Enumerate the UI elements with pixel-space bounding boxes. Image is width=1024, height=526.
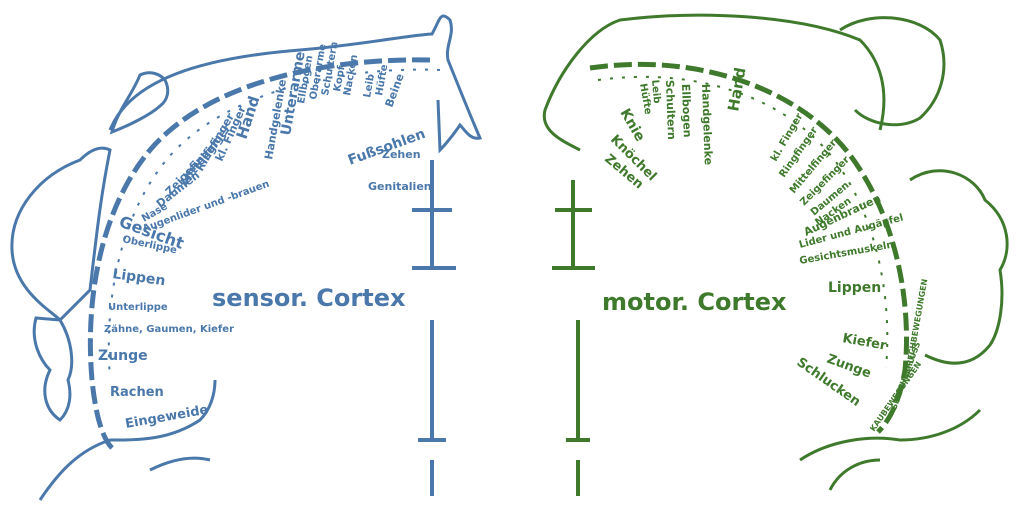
motor-hand-outline — [839, 16, 946, 127]
motor-midline — [552, 180, 595, 496]
motor-label: Handgelenke — [699, 84, 715, 166]
sensory-cortex-title: sensor. Cortex — [212, 284, 406, 312]
sensory-label: Hüfte — [374, 63, 390, 96]
motor-throat-outline — [799, 408, 982, 491]
motor-arc-label: KAUBEWEGUNGEN — [868, 360, 923, 433]
sensory-label: Kopf — [332, 64, 347, 92]
sensory-cortex-arc — [87, 57, 431, 450]
sensory-midline — [412, 160, 456, 496]
motor-label: Ellbogen — [679, 84, 694, 138]
sensory-label: Rachen — [110, 385, 164, 400]
sensory-label: Unterlippe — [108, 302, 168, 313]
sensory-label: Lippen — [111, 266, 166, 289]
motor-cortex-arc — [589, 61, 909, 434]
sensory-label: Zehen — [382, 148, 421, 161]
sensory-hand-outline — [109, 71, 170, 135]
sensory-throat-outline — [38, 379, 217, 501]
motor-face-outline — [909, 169, 1009, 365]
motor-label: Schultern — [663, 80, 678, 140]
motor-inner-arc — [597, 75, 889, 369]
sensory-label: Zähne, Gaumen, Kiefer — [104, 324, 234, 335]
motor-label: Leib — [649, 79, 662, 104]
motor-arc-labels: SPRECHBEWEGUNGENSPEICHELFLUSSKAUBEWEGUNG… — [868, 278, 929, 433]
sensory-lips-outline — [32, 316, 74, 422]
motor-label: Hand — [724, 66, 749, 113]
motor-cortex-title: motor. Cortex — [602, 288, 787, 316]
motor-label: Lippen — [828, 280, 881, 296]
sensory-label: Leib — [362, 73, 377, 98]
motor-homunculus: motor. Cortex — [542, 13, 1009, 496]
sensory-labels: GenitalienZehenFußsohlenBeineHüfteLeibNa… — [98, 41, 432, 432]
sensory-face-outline — [10, 146, 112, 323]
sensory-label: Eingeweide — [124, 403, 210, 432]
motor-label: Kiefer — [841, 331, 888, 354]
motor-label: Hüfte — [637, 83, 653, 116]
sensory-label: Genitalien — [368, 180, 432, 193]
sensory-body-outline — [108, 14, 483, 154]
sensory-homunculus: sensor. Cortex — [10, 14, 483, 501]
motor-body-outline — [542, 13, 886, 152]
sensory-label: Zunge — [98, 348, 148, 364]
